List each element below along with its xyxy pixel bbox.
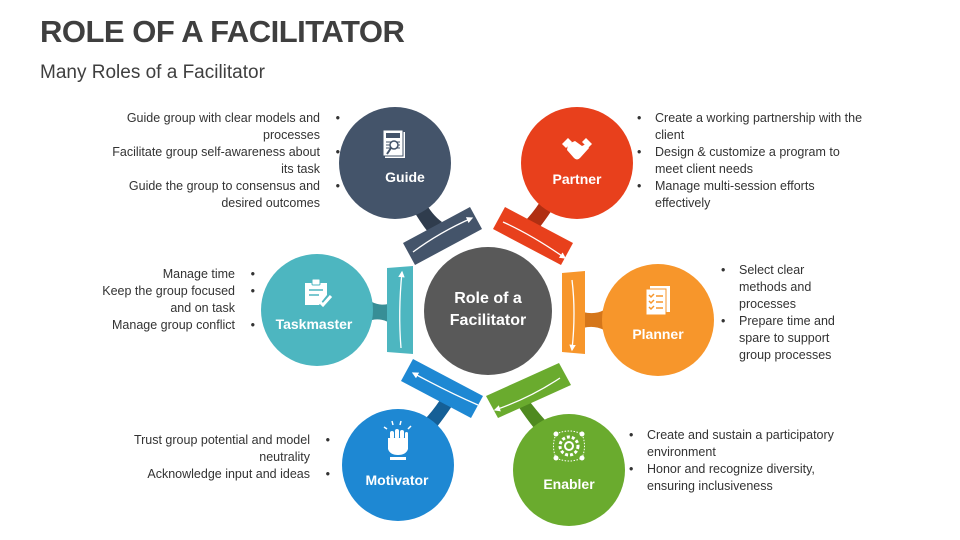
guide-bullet: Guide the group to consensus and desired… <box>100 178 340 212</box>
partner-connector <box>493 202 573 265</box>
motivator-label: Motivator <box>365 472 429 488</box>
partner-bullet: Manage multi-session efforts effectively <box>637 178 867 212</box>
planner-label: Planner <box>632 326 684 342</box>
taskmaster-bullet: Manage group conflict <box>100 317 255 334</box>
planner-bullets: Select clear methods and processes Prepa… <box>721 262 851 364</box>
guide-label: Guide <box>385 169 425 185</box>
enabler-bullets: Create and sustain a participatory envir… <box>629 427 839 495</box>
motivator-bullets: Trust group potential and model neutrali… <box>110 432 330 483</box>
planner-bullet: Prepare time and spare to support group … <box>721 313 851 364</box>
taskmaster-connector <box>372 266 413 354</box>
guide-circle <box>339 107 451 219</box>
enabler-label: Enabler <box>543 476 595 492</box>
planner-bullet: Select clear methods and processes <box>721 262 851 313</box>
raised-fist-icon <box>383 420 412 460</box>
enabler-circle <box>513 414 625 526</box>
gear-network-icon <box>553 430 585 462</box>
checklist-icon <box>645 286 670 316</box>
taskmaster-bullets: Manage time Keep the group focused and o… <box>100 266 255 334</box>
taskmaster-label: Taskmaster <box>275 316 353 332</box>
planner-connector <box>562 271 604 354</box>
partner-circle <box>521 107 633 219</box>
guide-bullet: Guide group with clear models and proces… <box>100 110 340 144</box>
motivator-bullet: Acknowledge input and ideas <box>110 466 330 483</box>
partner-bullet: Design & customize a program to meet cli… <box>637 144 867 178</box>
center-label: Role of a Facilitator <box>449 290 527 329</box>
page-title: ROLE OF A FACILITATOR <box>40 14 405 49</box>
guide-bullet: Facilitate group self-awareness about it… <box>100 144 340 178</box>
partner-bullet: Create a working partnership with the cl… <box>637 110 867 144</box>
planner-circle <box>602 264 714 376</box>
partner-label: Partner <box>552 171 602 187</box>
motivator-bullet: Trust group potential and model neutrali… <box>110 432 330 466</box>
partner-bullets: Create a working partnership with the cl… <box>637 110 867 212</box>
motivator-circle <box>342 409 454 521</box>
enabler-bullet: Honor and recognize diversity, ensuring … <box>629 461 839 495</box>
handshake-icon <box>562 138 592 160</box>
taskmaster-bullet: Manage time <box>100 266 255 283</box>
enabler-connector <box>486 363 571 428</box>
guide-bullets: Guide group with clear models and proces… <box>100 110 340 212</box>
taskmaster-circle <box>261 254 373 366</box>
clipboard-check-icon <box>305 278 333 308</box>
user-guide-icon <box>382 129 405 158</box>
taskmaster-bullet: Keep the group focused and on task <box>100 283 255 317</box>
center-circle <box>424 247 552 375</box>
page-subtitle: Many Roles of a Facilitator <box>40 62 265 83</box>
enabler-bullet: Create and sustain a participatory envir… <box>629 427 839 461</box>
